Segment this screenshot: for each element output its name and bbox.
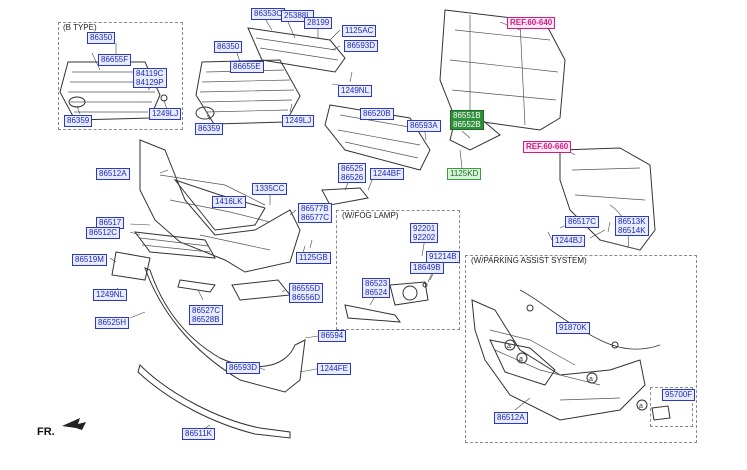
callout-86353c[interactable]: 86353C [251, 8, 286, 20]
callout-1125gb[interactable]: 1125GB [296, 252, 331, 264]
callout-1244bf[interactable]: 1244BF [370, 168, 405, 180]
bumper-fascia [139, 139, 301, 273]
bumper-pas [471, 299, 646, 421]
callout-86593d-top[interactable]: 86593D [344, 40, 379, 52]
callout-86526: 86526 [341, 173, 364, 182]
marker-a-4: a [639, 403, 643, 410]
clip-86525 [321, 187, 369, 206]
group-b-type-title: (B TYPE) [61, 23, 99, 32]
callout-86594[interactable]: 86594 [318, 330, 347, 342]
callout-1249lj-btype[interactable]: 1249LJ [149, 108, 182, 120]
callout-86528b: 86528B [192, 315, 220, 324]
callout-1249nl-top[interactable]: 1249NL [338, 85, 373, 97]
reinforcement-beam [324, 104, 431, 171]
skid-strip [137, 364, 291, 439]
callout-86555d: 86555D [292, 284, 321, 293]
callout-86655f[interactable]: 86655F [98, 54, 132, 66]
callout-1416lk[interactable]: 1416LK [212, 196, 246, 208]
callout-86519m[interactable]: 86519M [72, 254, 107, 266]
callout-86577b: 86577B [301, 204, 329, 213]
sensor-wiring [519, 289, 661, 350]
callout-92201: 92201 [413, 224, 436, 233]
callout-28199[interactable]: 28199 [304, 17, 333, 29]
group-sensor [650, 387, 693, 427]
fog-lamp [402, 285, 418, 301]
grille-opening-pas [489, 339, 556, 386]
callout-86593a[interactable]: 86593A [407, 120, 441, 132]
callout-86350[interactable]: 86350 [214, 41, 243, 53]
callout-95700f[interactable]: 95700F [662, 389, 696, 401]
fog-lamp-housing [389, 281, 429, 306]
callout-86655e[interactable]: 86655E [230, 61, 264, 73]
garnish-86555d [231, 279, 291, 301]
callout-86350-btype[interactable]: 86350 [87, 32, 116, 44]
callout-86512a[interactable]: 86512A [96, 168, 130, 180]
callout-86556d: 86556D [292, 293, 321, 302]
callout-84129p: 84129P [136, 78, 164, 87]
callout-86527c: 86527C [192, 306, 221, 315]
callout-86524: 86524 [365, 288, 388, 297]
group-b-type [58, 22, 183, 130]
callout-86514k: 86514K [618, 226, 646, 235]
callout-86523: 86523 [365, 279, 388, 288]
callout-86520b[interactable]: 86520B [360, 108, 394, 120]
marker-a-1: a [507, 343, 511, 350]
ref-60-660-link[interactable]: REF.60-660 [523, 141, 572, 153]
emblem-main [195, 106, 215, 120]
emblem-b-type [68, 96, 86, 108]
front-arrow-icon [62, 418, 86, 430]
callout-92202: 92202 [413, 233, 436, 242]
upper-cover [247, 27, 346, 73]
callout-1244bj[interactable]: 1244BJ [552, 235, 586, 247]
sensor-95700f [651, 405, 671, 421]
grille-opening [173, 178, 266, 231]
callout-86577c: 86577C [301, 213, 330, 222]
callout-86525h[interactable]: 86525H [95, 317, 130, 329]
marker-a-2: a [519, 356, 523, 363]
group-parking-assist [465, 255, 697, 443]
marker-a-3: a [589, 376, 593, 383]
callout-86359-btype[interactable]: 86359 [64, 115, 93, 127]
group-fog-lamp-title: (W/FOG LAMP) [340, 211, 401, 220]
callout-86512a-pas[interactable]: 86512A [494, 412, 528, 424]
callout-1335cc[interactable]: 1335CC [252, 183, 288, 195]
callout-86593d[interactable]: 86593D [226, 362, 261, 374]
callout-86513k: 86513K [618, 217, 646, 226]
callout-1125kd[interactable]: 1125KD [447, 168, 482, 180]
callout-18649b[interactable]: 18649B [410, 262, 444, 274]
callout-86359[interactable]: 86359 [195, 123, 224, 135]
callout-86552b: 86552B [453, 120, 481, 129]
front-indicator-label: FR. [37, 426, 55, 438]
callout-84119c: 84119C [136, 69, 164, 78]
callout-1249nl[interactable]: 1249NL [93, 289, 128, 301]
callout-1125ac[interactable]: 1125AC [342, 25, 377, 37]
callout-86551b: 86551B [453, 111, 481, 120]
license-plate-bracket [111, 251, 151, 281]
callout-86512c[interactable]: 86512C [86, 227, 121, 239]
group-fog-lamp [336, 210, 460, 330]
callout-86517c[interactable]: 86517C [565, 216, 600, 228]
lower-lip [144, 267, 306, 393]
callout-91870k[interactable]: 91870K [556, 322, 590, 334]
group-parking-assist-title: (W/PARKING ASSIST SYSTEM) [469, 256, 589, 265]
callout-86511k[interactable]: 86511K [182, 428, 215, 440]
callout-86525: 86525 [341, 164, 364, 173]
ref-60-640-link[interactable]: REF.60-640 [507, 17, 556, 29]
callout-1249lj[interactable]: 1249LJ [282, 115, 315, 127]
callout-1244fe[interactable]: 1244FE [317, 363, 352, 375]
garnish-86527c [177, 279, 216, 293]
fog-lamp-cover [344, 304, 402, 323]
